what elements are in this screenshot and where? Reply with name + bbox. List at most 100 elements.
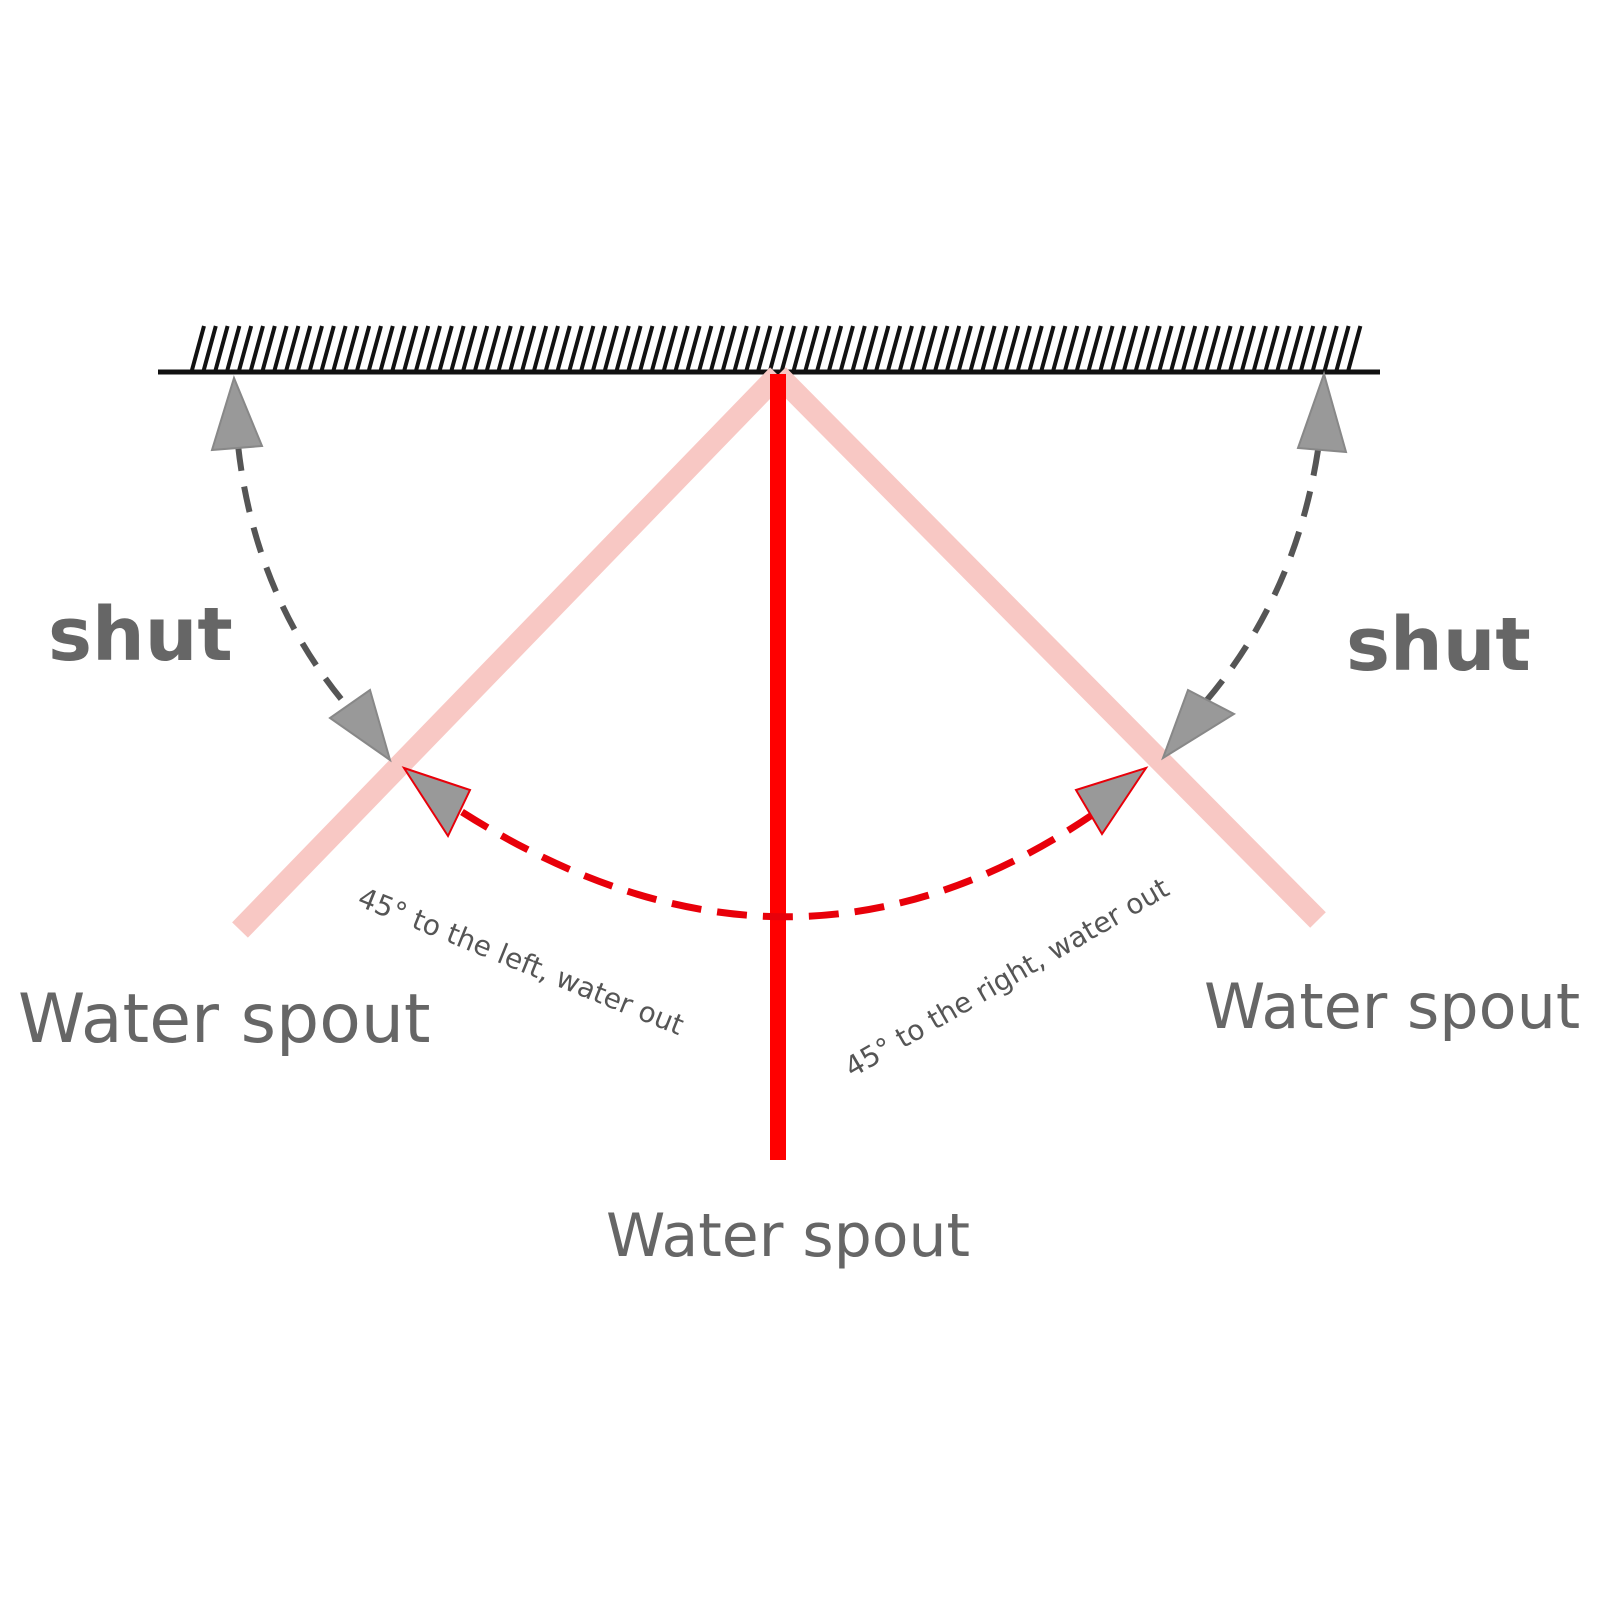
hatch-mark [850, 325, 867, 371]
hatch-mark [532, 325, 549, 371]
hatch-mark [980, 325, 997, 371]
hatch-mark [1027, 325, 1044, 371]
hatch-mark [1098, 325, 1115, 371]
hatch-mark [650, 325, 667, 371]
right-shut-arrowhead-bottom [1161, 688, 1237, 761]
hatch-mark [508, 325, 525, 371]
hatch-mark [485, 325, 501, 371]
hatch-mark [1216, 325, 1233, 371]
hatch-mark [638, 325, 655, 371]
left-shut-arrow [210, 375, 392, 763]
hatch-mark [308, 325, 324, 371]
shut-label-right: shut [1346, 602, 1531, 688]
open-arc-arrowhead-left [401, 766, 472, 839]
hatch-mark [579, 325, 596, 371]
hatch-mark [1263, 325, 1280, 371]
hatch-mark [437, 325, 454, 371]
hatch-mark [1228, 325, 1245, 371]
hatch-mark [284, 325, 301, 371]
hatch-mark [780, 325, 796, 371]
hatch-mark [201, 325, 218, 371]
note-right-45-degrees: 45° to the right, water out [839, 871, 1175, 1084]
left-shut-arrow-path [235, 444, 355, 714]
hatch-mark [1051, 325, 1068, 371]
hatch-mark [390, 325, 407, 371]
left-shut-arrowhead-bottom [328, 688, 392, 763]
hatch-mark [591, 325, 608, 371]
hatch-mark [1299, 325, 1316, 371]
hatch-mark [1322, 325, 1339, 371]
hatch-mark [461, 325, 478, 371]
right-shut-arrow-path [1197, 449, 1321, 710]
hatch-mark [603, 325, 619, 371]
hatch-mark [886, 325, 903, 371]
hatch-mark [933, 325, 950, 371]
hatch-mark [1252, 325, 1268, 371]
hatch-mark [721, 325, 737, 371]
hatch-mark [1169, 325, 1186, 371]
hatch-mark [237, 325, 254, 371]
hatch-mark [1311, 325, 1327, 371]
hatch-mark [1275, 325, 1292, 371]
hatch-mark [473, 325, 490, 371]
hatch-mark [945, 325, 962, 371]
hatch-mark [992, 325, 1009, 371]
hatch-mark [744, 325, 761, 371]
hatch-mark [921, 325, 938, 371]
hatch-mark [1016, 325, 1032, 371]
right-spout-position [770, 367, 1326, 928]
hatch-mark [968, 325, 985, 371]
hatch-mark [567, 325, 584, 371]
hatch-mark [697, 325, 714, 371]
hatch-mark [260, 325, 277, 371]
hatch-mark [1039, 325, 1056, 371]
water-spout-label-center: Water spout [606, 1201, 970, 1271]
hatch-mark [414, 325, 431, 371]
hatch-mark [839, 325, 855, 371]
hatch-mark [1122, 325, 1139, 371]
hatch-mark [862, 325, 879, 371]
open-arc-arrow [401, 766, 1149, 921]
hatch-mark [1134, 325, 1150, 371]
hatch-mark [709, 325, 726, 371]
hatch-mark [1110, 325, 1127, 371]
right-shut-arrow [1161, 370, 1348, 761]
hatch-mark [756, 325, 773, 371]
hatch-mark [555, 325, 572, 371]
hatch-mark [319, 325, 336, 371]
hatch-mark [1240, 325, 1257, 371]
ceiling [158, 325, 1380, 375]
hatch-mark [449, 325, 466, 371]
water-spout-label-right: Water spout [1204, 970, 1580, 1043]
hatch-mark [614, 325, 631, 371]
hatch-mark [1086, 325, 1103, 371]
hatch-mark [225, 325, 242, 371]
hatch-mark [673, 325, 690, 371]
hatch-mark [1346, 325, 1363, 371]
shut-label-left: shut [48, 592, 233, 678]
hatch-mark [827, 325, 844, 371]
hatch-mark [791, 325, 808, 371]
hatch-mark [685, 325, 702, 371]
left-shut-arrowhead-top [210, 375, 264, 452]
rotated-spouts [232, 367, 1326, 938]
hatch-mark [296, 325, 313, 371]
hatch-mark [1075, 325, 1091, 371]
hatch-mark [331, 325, 348, 371]
hatch-mark [402, 325, 419, 371]
left-spout-position [232, 367, 786, 938]
hatch-mark [355, 325, 372, 371]
hatch-mark [768, 325, 785, 371]
hatch-mark [1287, 325, 1304, 371]
hatch-mark [803, 325, 820, 371]
hatch-mark [272, 325, 289, 371]
water-spout-label-left: Water spout [18, 980, 431, 1059]
hatch-mark [662, 325, 678, 371]
ceiling-hatching [190, 325, 1363, 371]
hatch-mark [957, 325, 973, 371]
hatch-mark [1063, 325, 1080, 371]
hatch-mark [1193, 325, 1209, 371]
open-arc-arrowhead-right [1074, 766, 1149, 836]
hatch-mark [544, 325, 560, 371]
